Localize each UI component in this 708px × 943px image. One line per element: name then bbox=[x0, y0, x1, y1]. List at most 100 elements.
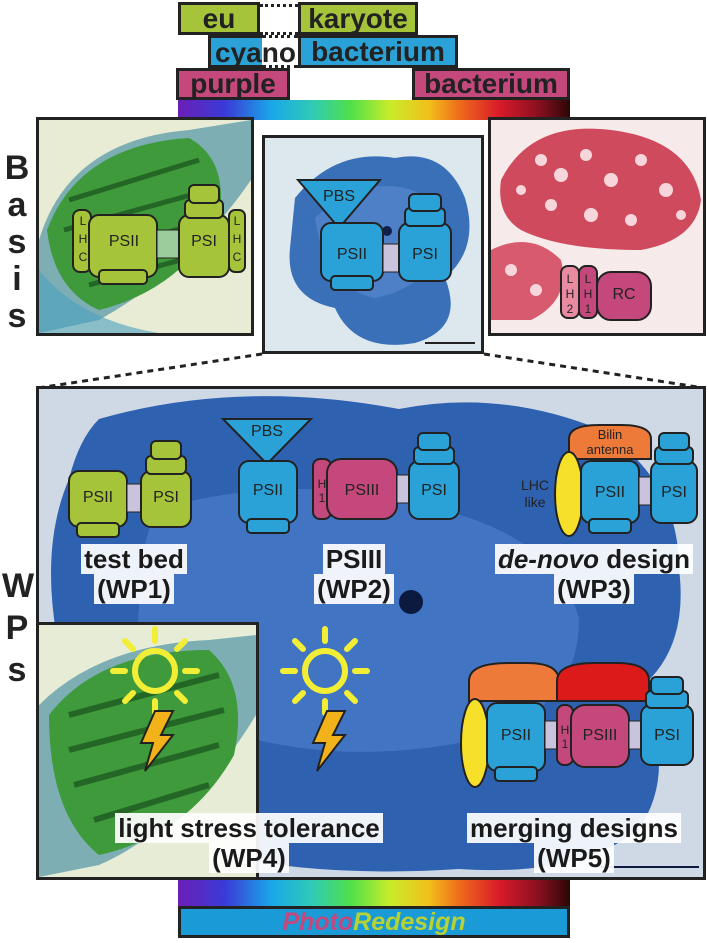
rc-label: RC bbox=[612, 286, 636, 303]
euk-complex-diagram bbox=[72, 184, 246, 285]
lhc-letter: H bbox=[78, 232, 88, 246]
lh-letter: H bbox=[583, 287, 593, 301]
wp3-title: de-novo design (WP3) bbox=[479, 544, 703, 604]
side-letter: W bbox=[2, 567, 35, 605]
chloroplast-inset-image bbox=[39, 635, 256, 877]
wp2-code: (WP2) bbox=[314, 574, 394, 604]
side-letter: s bbox=[7, 297, 27, 335]
side-letter: B bbox=[4, 149, 30, 187]
lh-letter: L bbox=[566, 272, 574, 286]
antenna-text: Bilin bbox=[597, 427, 623, 442]
wp5-psii-label: PSII bbox=[500, 727, 532, 744]
sun-icon bbox=[110, 626, 200, 716]
panel-work-packages: PSII PSI PBS PSII H 1 PSIII PSI Bilin an… bbox=[36, 386, 706, 880]
wp1-title-text: test bed bbox=[81, 544, 187, 574]
pbs-label: PBS bbox=[322, 188, 355, 205]
zoom-lines bbox=[37, 352, 705, 390]
lh-letter: 2 bbox=[566, 302, 574, 316]
wp5-title-text: merging designs bbox=[466, 813, 682, 843]
side-letter: i bbox=[12, 260, 22, 298]
side-letter: s bbox=[7, 651, 27, 689]
label-bacterium-blue: bacterium bbox=[298, 35, 458, 68]
wp5-title: merging designs (WP5) bbox=[449, 813, 699, 873]
purple-bacterium-image bbox=[491, 128, 701, 320]
wp2-psi-label: PSI bbox=[421, 482, 447, 499]
lhc-left-label: L H C bbox=[75, 212, 91, 266]
wp5-h1-label: H 1 bbox=[558, 723, 572, 751]
lightning-icon bbox=[139, 710, 176, 772]
lh-letter: L bbox=[584, 272, 592, 286]
cyano-complex-diagram bbox=[295, 179, 452, 291]
wp2-title: PSIII (WP2) bbox=[279, 544, 429, 604]
wp2-title-text: PSIII bbox=[322, 544, 386, 574]
side-label-wps: W P s bbox=[2, 565, 35, 691]
wp3-psii-label: PSII bbox=[594, 484, 626, 501]
label-cyano: cyano bbox=[215, 37, 296, 68]
wp5-code: (WP5) bbox=[534, 843, 614, 873]
lhc-right-label: L H C bbox=[229, 212, 245, 266]
wp3-antenna-label: Bilin antenna bbox=[569, 427, 651, 457]
label-eu: eu bbox=[178, 2, 260, 35]
wp4-title-text: light stress tolerance bbox=[115, 813, 383, 843]
wp3-code: (WP3) bbox=[554, 574, 634, 604]
lh2-label: L H 2 bbox=[563, 272, 577, 317]
h-letter: 1 bbox=[561, 737, 569, 751]
psi-label: PSI bbox=[412, 246, 438, 263]
psi-label: PSI bbox=[191, 233, 217, 250]
lhc-letter: L bbox=[233, 214, 241, 228]
psii-label: PSII bbox=[108, 233, 140, 250]
label-karyote: karyote bbox=[298, 2, 418, 35]
wp1-title: test bed (WP1) bbox=[59, 544, 209, 604]
wp1-code: (WP1) bbox=[94, 574, 174, 604]
lhc-letter: H bbox=[232, 232, 242, 246]
wp5-psiii-label: PSIII bbox=[582, 727, 618, 744]
label-bacterium-pink: bacterium bbox=[412, 68, 570, 100]
wp2-psii-label: PSII bbox=[252, 482, 284, 499]
label-purple: purple bbox=[176, 68, 290, 100]
side-letter: P bbox=[5, 609, 29, 647]
panel-purple-bacterium: L H 2 L H 1 RC bbox=[488, 117, 706, 336]
purple-complex-diagram bbox=[560, 265, 652, 321]
lightning-icon bbox=[311, 710, 348, 772]
h-letter: H bbox=[560, 723, 570, 737]
banner-redesign: Redesign bbox=[353, 907, 466, 936]
psii-label: PSII bbox=[336, 246, 368, 263]
wp-diagrams bbox=[68, 418, 698, 788]
lhc-letter: L bbox=[79, 214, 87, 228]
h-letter: H bbox=[317, 477, 327, 491]
h-letter: 1 bbox=[318, 491, 326, 505]
wp3-lhc-like-label: LHC like bbox=[515, 477, 555, 511]
sun-icon bbox=[280, 626, 370, 716]
side-letter: a bbox=[7, 186, 27, 224]
wp5-psi-label: PSI bbox=[654, 727, 680, 744]
wp2-psiii-label: PSIII bbox=[344, 482, 380, 499]
lh-letter: 1 bbox=[584, 302, 592, 316]
label-cyano-part1: cyano bbox=[208, 35, 296, 68]
panel-eukaryote: L H C PSII PSI L H C bbox=[36, 117, 254, 336]
dotted-gap bbox=[262, 35, 298, 68]
wp3-title-italic: de-novo bbox=[497, 544, 600, 574]
lhc-text: LHC bbox=[520, 477, 549, 493]
wp4-code: (WP4) bbox=[209, 843, 289, 873]
spectrum-bar-top bbox=[178, 100, 570, 120]
wp1-psii-label: PSII bbox=[82, 489, 114, 506]
dotted-connector bbox=[260, 4, 298, 35]
lhc-letter: C bbox=[232, 250, 242, 264]
panel-cyanobacterium: PBS PSII PSI bbox=[262, 135, 484, 354]
inset-chloroplast bbox=[39, 622, 259, 877]
wp1-psi-label: PSI bbox=[153, 489, 179, 506]
wp3-psi-label: PSI bbox=[661, 484, 687, 501]
spectrum-bar-bottom bbox=[178, 880, 570, 906]
wp2-pbs-label: PBS bbox=[250, 423, 283, 440]
lhc-text: like bbox=[524, 494, 546, 510]
side-letter: s bbox=[7, 223, 27, 261]
lh-letter: H bbox=[565, 287, 575, 301]
wp2-h1-label: H 1 bbox=[315, 477, 329, 505]
lhc-letter: C bbox=[78, 250, 88, 264]
lh1-label: L H 1 bbox=[581, 272, 595, 317]
wp4-title: light stress tolerance (WP4) bbox=[94, 813, 404, 873]
banner-photo: Photo bbox=[282, 907, 354, 936]
wp3-title-rest: design bbox=[599, 544, 691, 574]
side-label-basis: B a s i s bbox=[2, 150, 32, 335]
